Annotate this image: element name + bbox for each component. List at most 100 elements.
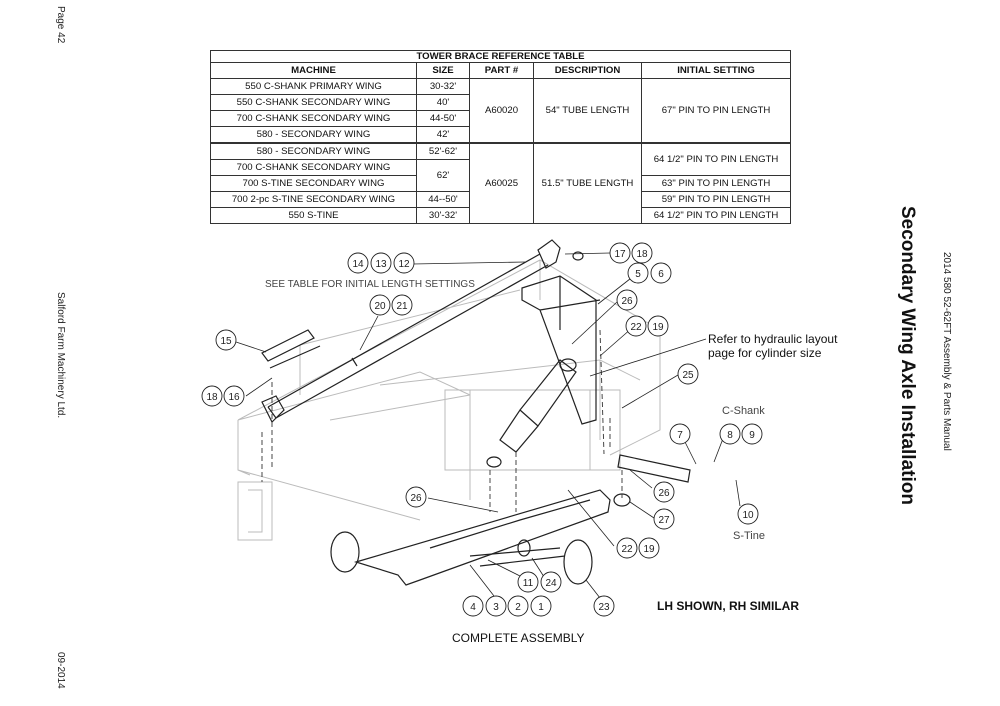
callout-7 [669,423,691,445]
description-cell: 54" TUBE LENGTH [533,78,642,144]
callout-number: 6 [658,269,664,280]
callout-1 [530,595,552,617]
size-cell: 30'-32' [416,207,470,224]
callout-number: 26 [621,296,633,307]
callout-number: 22 [630,322,642,333]
column-header-part: PART # [469,62,534,79]
column-header-initial-setting: INITIAL SETTING [640,62,792,79]
tower-frame [521,275,601,425]
callout-22b [616,537,638,559]
table-row: 700 2-pc S-TINE SECONDARY WING 44--50' 5… [210,191,792,208]
callout-number: 11 [523,578,534,589]
callout-27 [653,508,675,530]
callout-number: 18 [206,392,218,403]
callout-4 [462,595,484,617]
left-hub [330,531,360,573]
callout-26 [616,289,638,311]
callout-11 [517,571,539,593]
callout-23 [593,595,615,617]
callout-3 [485,595,507,617]
complete-assembly-caption: COMPLETE ASSEMBLY [452,631,585,645]
callout-18 [631,242,653,264]
callout-number: 16 [228,392,240,403]
callout-14 [347,252,369,274]
callout-17 [609,242,631,264]
callout-15 [215,329,237,351]
right-hub [563,539,593,585]
callout-number: 22 [621,544,633,555]
callout-number: 25 [682,370,694,381]
callout-number: 27 [658,515,670,526]
setting-cell: 67" PIN TO PIN LENGTH [640,78,792,144]
hydraulic-cylinder [499,359,577,453]
callout-number: 26 [658,488,670,499]
tower-brace-reference-table: TOWER BRACE REFERENCE TABLE MACHINE SIZE… [209,50,792,224]
callout-9 [741,423,763,445]
table-row: 700 S-TINE SECONDARY WING 63" PIN TO PIN… [210,175,792,192]
callout-number: 23 [598,602,610,613]
hydraulic-note-line2: page for cylinder size [708,346,822,360]
size-cell: 62' [416,159,470,192]
cylinder-pin [559,358,577,372]
axle-arm [353,489,611,586]
callout-8 [719,423,741,445]
size-cell: 44-50' [416,110,470,127]
setting-cell: 64 1/2" PIN TO PIN LENGTH [640,207,792,224]
right-pin [617,454,691,483]
callout-21 [391,294,413,316]
callout-number: 12 [398,259,410,270]
callout-10 [737,503,759,525]
tower-brace-end-bottom [261,395,285,424]
callout-18b [201,385,223,407]
table-row: 700 C-SHANK SECONDARY WING 44-50' [210,110,791,127]
see-table-note: SEE TABLE FOR INITIAL LENGTH SETTINGS [265,279,475,290]
callout-number: 13 [375,259,387,270]
table-row: 550 C-SHANK PRIMARY WING 30-32' A60020 5… [210,78,792,144]
left-pin-tube [261,329,321,369]
callout-20 [369,294,391,316]
s-tine-label: S-Tine [733,530,765,542]
frame-bracket [237,481,273,541]
callout-number: 14 [352,259,364,270]
callout-number: 3 [493,602,499,613]
table-row: 700 C-SHANK SECONDARY WING 62' [210,159,791,192]
callout-number: 1 [538,602,544,613]
callout-19b [638,537,660,559]
callout-number: 8 [727,430,733,441]
callout-number: 20 [374,301,386,312]
hydraulic-note-line1: Refer to hydraulic layout [708,332,838,346]
callout-number: 15 [220,336,232,347]
callout-number: 17 [614,249,626,260]
callout-number: 7 [677,430,683,441]
callout-12 [393,252,415,274]
callout-number: 19 [643,544,655,555]
bolt [572,251,584,261]
callout-number: 2 [515,602,521,613]
callout-number: 9 [749,430,755,441]
cylinder-clevis [486,456,502,468]
callout-26c [405,486,427,508]
description-cell: 51.5" TUBE LENGTH [533,142,642,224]
callout-19 [647,315,669,337]
callout-number: 5 [635,269,641,280]
callout-5 [627,262,649,284]
callout-number: 4 [470,602,476,613]
table-row: 580 - SECONDARY WING 52'-62' A60025 51.5… [210,142,792,224]
callout-number: 18 [636,249,648,260]
callout-number: 26 [410,493,422,504]
tower-brace-end-top [537,239,561,269]
axle-spindle [469,547,566,567]
callout-16 [223,385,245,407]
callout-26b [653,481,675,503]
frame-beam [444,389,621,471]
callout-6 [650,262,672,284]
callout-number: 19 [652,322,664,333]
callout-number: 10 [742,510,754,521]
c-shank-label: C-Shank [722,405,765,417]
machine-cell: 550 S-TINE [210,207,417,224]
callout-22 [625,315,647,337]
callout-25 [677,363,699,385]
callout-13 [370,252,392,274]
bushing [517,539,531,557]
